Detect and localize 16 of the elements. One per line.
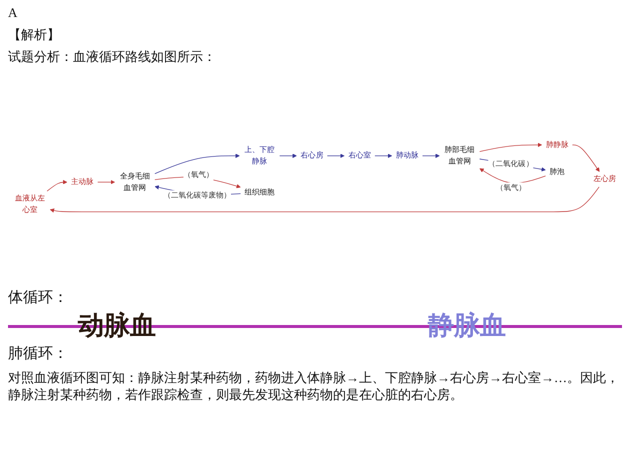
arrow bbox=[422, 154, 440, 158]
arrow bbox=[279, 154, 297, 158]
caption-text: 对照血液循环图可知：静脉注射某种药物，药物进入体静脉→上、下腔静脉→右心房→右心室→…。因此，静脉注射某种药物，若作跟踪检查，则最先发现这种药物的是在心脏的右心房。 bbox=[8, 369, 620, 403]
arrow bbox=[326, 154, 345, 158]
answer-text: A bbox=[8, 4, 18, 22]
row-label: 体循环： bbox=[8, 289, 68, 307]
arrow bbox=[50, 186, 600, 213]
arrow bbox=[97, 180, 115, 184]
arrow bbox=[572, 144, 600, 172]
arrow bbox=[154, 154, 240, 174]
intro-text: 试题分析：血液循环路线如图所示： bbox=[8, 48, 216, 66]
arrow bbox=[479, 142, 542, 152]
arrow bbox=[46, 180, 68, 192]
section-heading: 【解析】 bbox=[8, 26, 60, 44]
row-label: 肺循环： bbox=[8, 345, 68, 363]
arrow bbox=[374, 154, 392, 158]
